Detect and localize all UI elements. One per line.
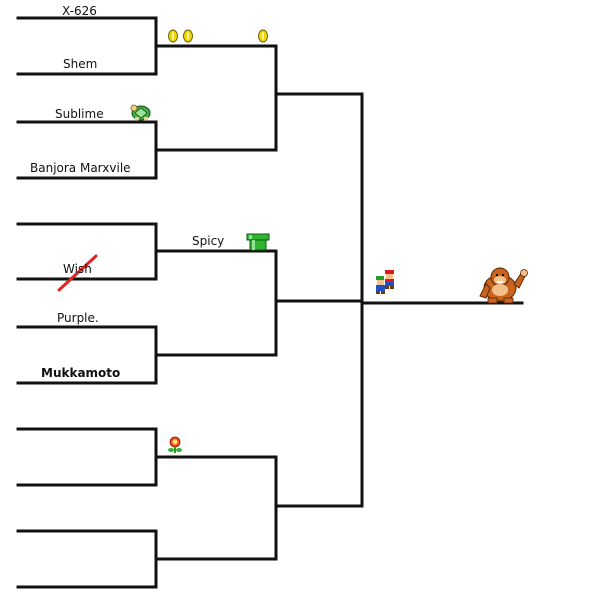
match-3-lines xyxy=(16,222,278,281)
entrant-sublime: Sublime xyxy=(55,107,104,121)
donkey-kong-icon xyxy=(479,267,528,304)
entrant-x-626: X-626 xyxy=(62,4,97,18)
advancer-spicy: Spicy xyxy=(192,234,225,248)
entrant-mukkamoto: Mukkamoto xyxy=(41,366,121,380)
match-1-lines xyxy=(16,16,278,76)
semi-3-lines xyxy=(274,455,364,561)
koopa-shell-icon xyxy=(130,104,151,121)
entrant-purple: Purple. xyxy=(57,311,99,325)
coin-icon xyxy=(168,29,178,43)
semi-1-lines xyxy=(274,44,364,152)
fire-flower-icon xyxy=(168,436,182,453)
mario-luigi-icon xyxy=(376,270,394,294)
match-4-lines xyxy=(16,325,278,385)
red-strike-icon xyxy=(57,254,98,292)
semi-2-lines xyxy=(274,249,364,357)
bracket-lines xyxy=(16,16,524,589)
coin-icon xyxy=(183,29,193,43)
entrant-wish: Wish xyxy=(63,262,92,276)
entrant-shem: Shem xyxy=(63,57,98,71)
match-2-lines xyxy=(16,120,278,180)
warp-pipe-icon xyxy=(246,233,270,251)
coin-icon xyxy=(258,29,268,43)
entrant-banjora-marxvile: Banjora Marxvile xyxy=(30,161,131,175)
match-6-lines xyxy=(16,529,278,589)
match-5-lines xyxy=(16,427,278,487)
